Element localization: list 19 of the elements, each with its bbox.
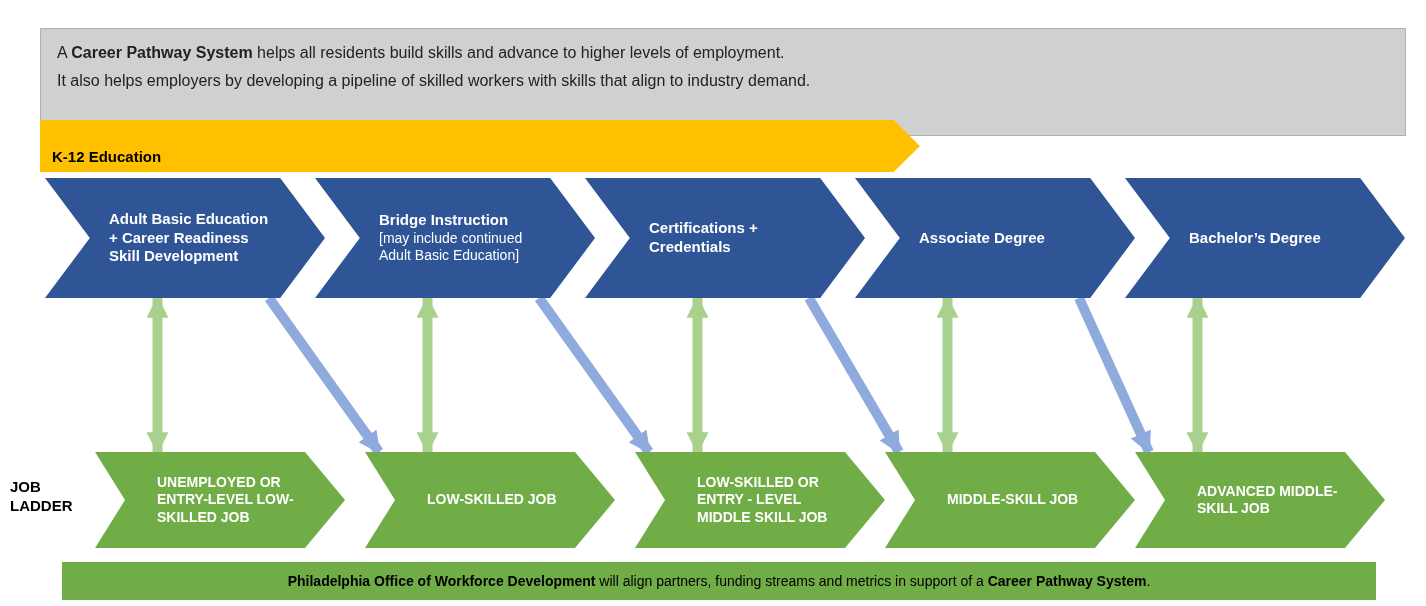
chevron-title: Associate Degree	[919, 228, 1046, 248]
chevron-title: Certifications + Credentials	[649, 219, 759, 257]
banner-text: A Career Pathway System helps all residents build skills and advance to higher levels of employment.	[57, 43, 786, 63]
banner-text: It also helps employers by developing a pipeline of skilled workers with skills that align to industry demand.	[57, 71, 812, 91]
job-label: MIDDLE-SKILL JOB	[947, 491, 1080, 509]
arrow-band	[40, 120, 920, 172]
job-label: ADVANCED MIDDLE-SKILL JOB	[1197, 482, 1339, 518]
band-label: K-12 Education	[52, 146, 162, 167]
row-label: JOB LADDER	[10, 478, 74, 516]
chevron-title: Adult Basic Education + Career Readiness Skill Development	[109, 209, 270, 267]
chevron-note: [may include continued Adult Basic Education]	[379, 229, 524, 265]
job-label: LOW-SKILLED JOB	[427, 491, 558, 509]
banner	[40, 28, 1406, 136]
chevron-title: Bachelor’s Degree	[1189, 228, 1322, 248]
chevron-title: Bridge Instruction	[379, 211, 510, 230]
footer-bar	[62, 562, 1376, 600]
job-label: LOW-SKILLED OR ENTRY - LEVEL MIDDLE SKILL JOB	[697, 473, 829, 527]
job-label: UNEMPLOYED OR ENTRY-LEVEL LOW-SKILLED JOB	[157, 473, 295, 527]
footer-text: Philadelphia Office of Workforce Development will align partners, funding streams and metrics in support of a Career Pathway System.	[287, 571, 1151, 591]
